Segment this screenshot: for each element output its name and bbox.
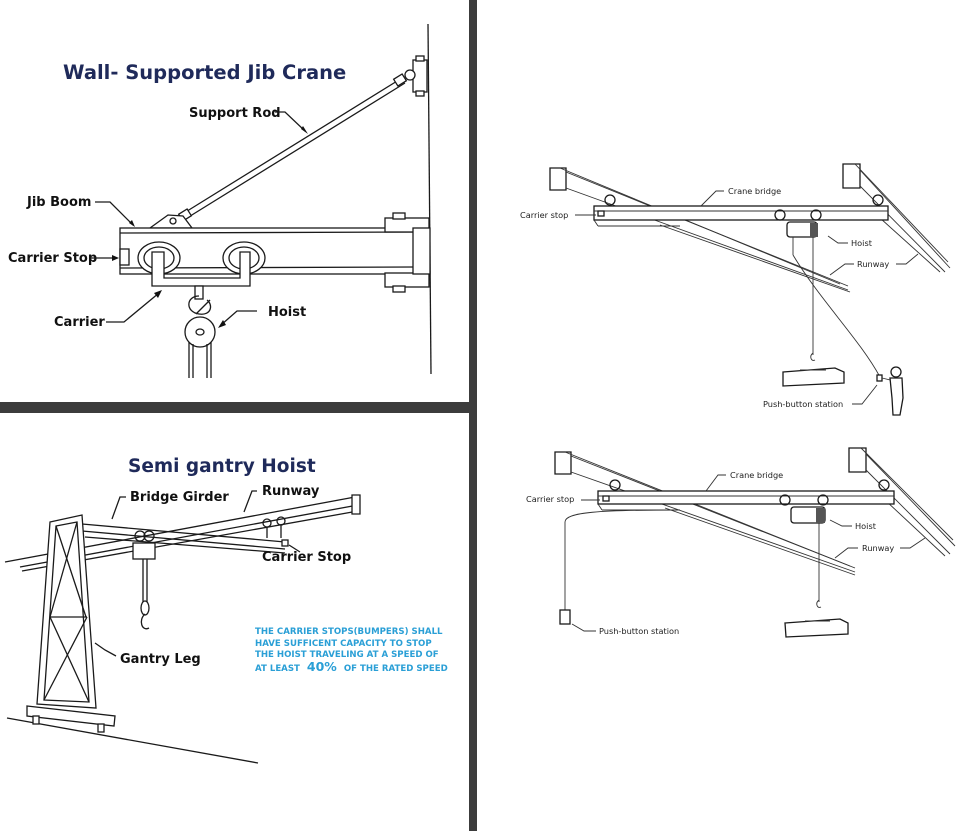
semi-gantry-panel: Semi gantry Hoist [0,413,469,831]
panel-divider-vertical [469,0,477,831]
label-runway-top: Runway [857,259,889,269]
label-hoist-top: Hoist [851,238,873,248]
leader-gantry-leg [94,642,117,657]
label-hoist: Hoist [268,305,306,320]
leader-jib-boom [95,201,134,226]
label-runway: Runway [262,484,320,499]
note-line-4-prefix: AT LEAST [255,664,300,674]
jib-crane-diagram: Wall- Supported Jib Crane [8,23,432,378]
leader-hoist [220,310,257,326]
label-push-button-top: Push-button station [763,399,843,409]
leader-runway-bottom-right [900,537,926,549]
ground-line [6,717,259,764]
label-carrier-stop-top: Carrier stop [520,210,568,220]
runway-right-bottom [848,447,956,557]
note-line-1: THE CARRIER STOPS(BUMPERS) SHALL [255,627,443,637]
crane-bridge-bottom [597,479,895,511]
bridge-crane-panel: Crane bridge Carrier stop Hoist Runway P… [477,0,968,831]
label-carrier: Carrier [54,315,105,330]
leader-runway-top-right [896,253,919,265]
note-line-4: AT LEAST 40% OF THE RATED SPEED [255,659,448,674]
leader-hoist-bottom [829,519,852,527]
support-rod [177,73,408,222]
leader-hoist-top [827,235,848,244]
label-carrier-stop-bottom: Carrier stop [526,494,574,504]
label-carrier-stop-gantry: Carrier Stop [262,550,351,565]
leader-support-rod [275,111,306,132]
gantry-hoist [132,530,156,630]
semi-gantry-title: Semi gantry Hoist [128,456,316,477]
push-button-pendant [559,509,681,625]
operator-figure [876,366,904,416]
bridge-crane-bottom: Crane bridge Carrier stop Hoist Runway P… [526,447,956,638]
wall [427,23,432,375]
leader-bridge-girder [111,496,126,520]
hoist-bottom [779,494,849,638]
note-line-4-suffix: OF THE RATED SPEED [344,664,448,674]
label-support-rod: Support Rod [189,106,281,121]
jib-crane-title: Wall- Supported Jib Crane [63,61,346,84]
note-line-2: HAVE SUFFICENT CAPACITY TO STOP [255,639,432,649]
leader-crane-bridge-bottom [705,474,726,492]
hoist-top [774,209,881,387]
label-jib-boom: Jib Boom [26,195,91,210]
runway-right-top [842,163,951,273]
leader-runway-bottom-left [834,547,858,559]
gantry-carrier-stop [262,516,289,547]
label-runway-bottom: Runway [862,543,894,553]
wall-bracket-top [404,55,428,97]
leader-carrier-stop-gantry [288,544,301,553]
leader-runway [243,490,257,513]
label-bridge-girder: Bridge Girder [130,490,229,505]
label-gantry-leg: Gantry Leg [120,652,201,667]
semi-gantry-diagram: Semi gantry Hoist [4,456,448,764]
label-hoist-bottom: Hoist [855,521,877,531]
bridge-girder [81,523,286,554]
runway-left-bottom [554,451,856,576]
leader-runway-top-left [829,263,854,276]
gantry-leg [26,514,116,733]
jib-crane-panel: Wall- Supported Jib Crane [0,0,469,402]
label-crane-bridge-top: Crane bridge [728,186,781,196]
carrier [137,241,266,287]
panel-divider-horizontal [0,402,470,413]
hoist [184,285,216,378]
crane-bridge-top [593,194,889,227]
carrier-stop [119,248,130,266]
carrier-stop-note: THE CARRIER STOPS(BUMPERS) SHALL HAVE SU… [255,627,448,674]
bridge-crane-diagrams: Crane bridge Carrier stop Hoist Runway P… [520,163,956,638]
jib-boom [119,212,431,293]
label-push-button-bottom: Push-button station [599,626,679,636]
note-line-3: THE HOIST TRAVELING AT A SPEED OF [255,650,439,660]
label-crane-bridge-bottom: Crane bridge [730,470,783,480]
label-carrier-stop: Carrier Stop [8,251,97,266]
note-speed-percent: 40% [307,659,337,674]
leader-carrier [106,292,160,323]
bridge-crane-top: Crane bridge Carrier stop Hoist Runway P… [520,163,951,416]
leader-push-button-bottom [571,623,596,632]
leader-crane-bridge-top [700,190,724,207]
leader-push-button-top [852,384,878,405]
